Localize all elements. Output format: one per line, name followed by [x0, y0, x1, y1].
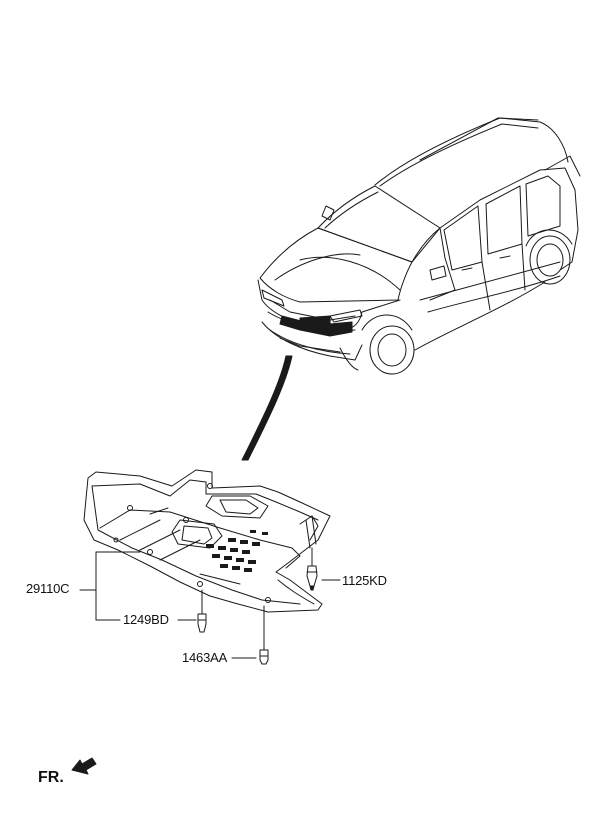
front-direction-label: FR. — [38, 769, 64, 786]
callout-pointer — [241, 355, 293, 461]
cover-slot-grid — [206, 530, 268, 572]
screw-1463AA — [259, 605, 269, 665]
part-label-1125KD: 1125KD — [342, 573, 387, 588]
vehicle-illustration — [257, 117, 581, 375]
front-direction-arrow — [71, 757, 97, 775]
part-label-1249BD: 1249BD — [123, 612, 169, 627]
under-cover-29110C — [83, 469, 331, 613]
part-label-29110C: 29110C — [26, 581, 70, 596]
part-label-1463AA: 1463AA — [182, 650, 228, 665]
clip-1249BD — [197, 589, 207, 633]
clip-1125KD — [306, 547, 318, 591]
leader-lines — [79, 551, 341, 659]
